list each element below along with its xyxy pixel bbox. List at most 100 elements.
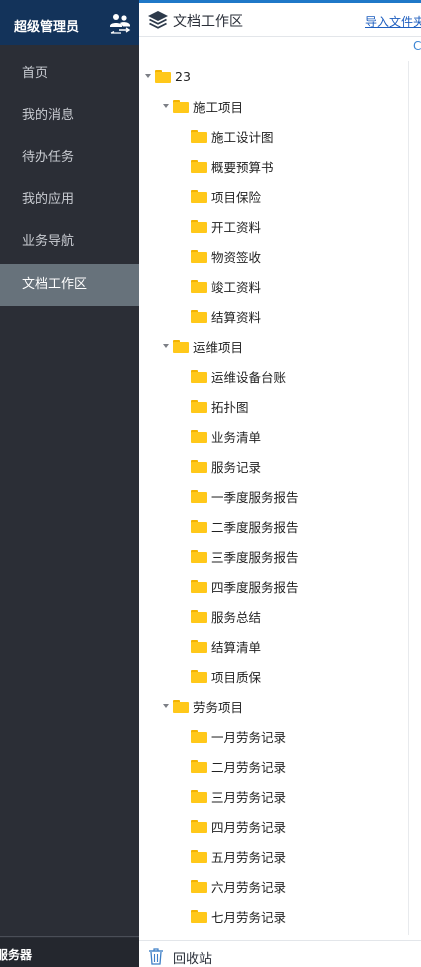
sidebar-item-label: 业务导航 bbox=[22, 234, 75, 249]
tree-node-leaf[interactable]: 结算清单 bbox=[177, 631, 261, 661]
tree-node-label: 服务总结 bbox=[211, 609, 262, 625]
refresh-icon[interactable]: C bbox=[413, 39, 421, 53]
tree-node-label: 二季度服务报告 bbox=[211, 519, 299, 535]
tree-node-label: 劳务项目 bbox=[193, 699, 244, 715]
folder-icon bbox=[191, 549, 207, 563]
chevron-down-icon[interactable] bbox=[159, 691, 173, 721]
tree-node-leaf[interactable]: 六月劳务记录 bbox=[177, 871, 286, 901]
tree-node-leaf[interactable]: 服务总结 bbox=[177, 601, 261, 631]
tree-node-leaf[interactable]: 结算资料 bbox=[177, 301, 261, 331]
sidebar: 超级管理员 首页 我的消息 待办任务 我的应用 业务导航 文档工作区 服务器 bbox=[0, 0, 139, 967]
current-user-name: 超级管理员 bbox=[14, 20, 80, 35]
tree-node-label: 四季度服务报告 bbox=[211, 579, 299, 595]
folder-icon bbox=[191, 489, 207, 503]
folder-icon bbox=[191, 759, 207, 773]
folder-icon bbox=[191, 189, 207, 203]
chevron-down-icon[interactable] bbox=[159, 91, 173, 121]
folder-icon bbox=[191, 429, 207, 443]
tree-node-leaf[interactable]: 物资签收 bbox=[177, 241, 261, 271]
tree-node-label: 五月劳务记录 bbox=[211, 849, 287, 865]
recycle-bin-link[interactable]: 回收站 bbox=[173, 952, 213, 967]
folder-icon bbox=[191, 159, 207, 173]
panel-footer-divider bbox=[139, 940, 421, 941]
tree-node-leaf[interactable]: 项目质保 bbox=[177, 661, 261, 691]
sidebar-item-label: 我的消息 bbox=[22, 108, 75, 123]
tree-node-label: 结算清单 bbox=[211, 639, 262, 655]
folder-icon bbox=[191, 909, 207, 923]
page-title: 文档工作区 bbox=[173, 14, 243, 30]
tree-node-leaf[interactable]: 二月劳务记录 bbox=[177, 751, 286, 781]
tree-node-leaf[interactable]: 三月劳务记录 bbox=[177, 781, 286, 811]
tree-node-leaf[interactable]: 四月劳务记录 bbox=[177, 811, 286, 841]
sidebar-item-apps[interactable]: 我的应用 bbox=[0, 179, 139, 221]
folder-icon bbox=[191, 609, 207, 623]
top-accent-bar bbox=[0, 0, 421, 3]
tree-node-leaf[interactable]: 服务记录 bbox=[177, 451, 261, 481]
folder-icon bbox=[191, 819, 207, 833]
tree-node-label: 开工资料 bbox=[211, 219, 262, 235]
tree-node-group[interactable]: 施工项目 bbox=[159, 91, 243, 121]
folder-icon bbox=[191, 849, 207, 863]
sidebar-item-home[interactable]: 首页 bbox=[0, 53, 139, 95]
tree-node-label: 项目质保 bbox=[211, 669, 262, 685]
tree-node-leaf[interactable]: 二季度服务报告 bbox=[177, 511, 299, 541]
sidebar-footer-label: 服务器 bbox=[0, 948, 33, 962]
sidebar-item-navigation[interactable]: 业务导航 bbox=[0, 221, 139, 263]
tree-node-label: 业务清单 bbox=[211, 429, 262, 445]
sidebar-item-label: 我的应用 bbox=[22, 192, 75, 207]
folder-icon bbox=[191, 669, 207, 683]
folder-icon bbox=[191, 129, 207, 143]
tree-node-label: 二月劳务记录 bbox=[211, 759, 287, 775]
tree-node-label: 概要预算书 bbox=[211, 159, 274, 175]
folder-icon bbox=[191, 219, 207, 233]
chevron-down-icon[interactable] bbox=[141, 61, 155, 91]
tree-node-label: 物资签收 bbox=[211, 249, 262, 265]
sidebar-header: 超级管理员 bbox=[0, 0, 139, 45]
tree-node-label: 运维设备台账 bbox=[211, 369, 287, 385]
tree-node-leaf[interactable]: 开工资料 bbox=[177, 211, 261, 241]
folder-icon bbox=[191, 249, 207, 263]
tree-node-leaf[interactable]: 七月劳务记录 bbox=[177, 901, 286, 931]
tree-node-label: 一月劳务记录 bbox=[211, 729, 287, 745]
tree-node-leaf[interactable]: 三季度服务报告 bbox=[177, 541, 299, 571]
tree-node-leaf[interactable]: 五月劳务记录 bbox=[177, 841, 286, 871]
sidebar-item-messages[interactable]: 我的消息 bbox=[0, 95, 139, 137]
tree-node-leaf[interactable]: 业务清单 bbox=[177, 421, 261, 451]
sidebar-footer[interactable]: 服务器 bbox=[0, 938, 139, 967]
folder-icon bbox=[191, 729, 207, 743]
tree-node-leaf[interactable]: 一月劳务记录 bbox=[177, 721, 286, 751]
tree-node-leaf[interactable]: 一季度服务报告 bbox=[177, 481, 299, 511]
tree-node-group[interactable]: 劳务项目 bbox=[159, 691, 243, 721]
folder-icon bbox=[191, 459, 207, 473]
import-folder-link[interactable]: 导入文件夹 bbox=[365, 15, 421, 29]
tree-node-leaf[interactable]: 施工设计图 bbox=[177, 121, 274, 151]
tree-node-root[interactable]: 23 bbox=[141, 61, 191, 91]
chevron-down-icon[interactable] bbox=[159, 331, 173, 361]
tree-node-label: 七月劳务记录 bbox=[211, 909, 287, 925]
folder-icon bbox=[191, 399, 207, 413]
tree-node-leaf[interactable]: 概要预算书 bbox=[177, 151, 274, 181]
tree-node-leaf[interactable]: 运维设备台账 bbox=[177, 361, 286, 391]
tree-node-leaf[interactable]: 四季度服务报告 bbox=[177, 571, 299, 601]
tree-node-group[interactable]: 运维项目 bbox=[159, 331, 243, 361]
sidebar-item-label: 待办任务 bbox=[22, 150, 75, 165]
tree-node-label: 六月劳务记录 bbox=[211, 879, 287, 895]
tree-node-label: 服务记录 bbox=[211, 459, 262, 475]
sidebar-item-document-workspace[interactable]: 文档工作区 bbox=[0, 264, 139, 306]
trash-icon[interactable] bbox=[148, 947, 164, 965]
tree-node-leaf[interactable]: 拓扑图 bbox=[177, 391, 249, 421]
tree-node-leaf[interactable]: 竣工资料 bbox=[177, 271, 261, 301]
folder-icon bbox=[173, 99, 189, 113]
sidebar-item-tasks[interactable]: 待办任务 bbox=[0, 137, 139, 179]
layers-icon bbox=[147, 10, 169, 30]
tree-node-label: 三季度服务报告 bbox=[211, 549, 299, 565]
folder-icon bbox=[191, 309, 207, 323]
tree-node-leaf[interactable]: 项目保险 bbox=[177, 181, 261, 211]
folder-icon bbox=[155, 69, 171, 83]
folder-icon bbox=[173, 339, 189, 353]
sidebar-item-label: 文档工作区 bbox=[22, 277, 88, 292]
switch-user-icon[interactable] bbox=[108, 12, 132, 34]
folder-icon bbox=[191, 579, 207, 593]
